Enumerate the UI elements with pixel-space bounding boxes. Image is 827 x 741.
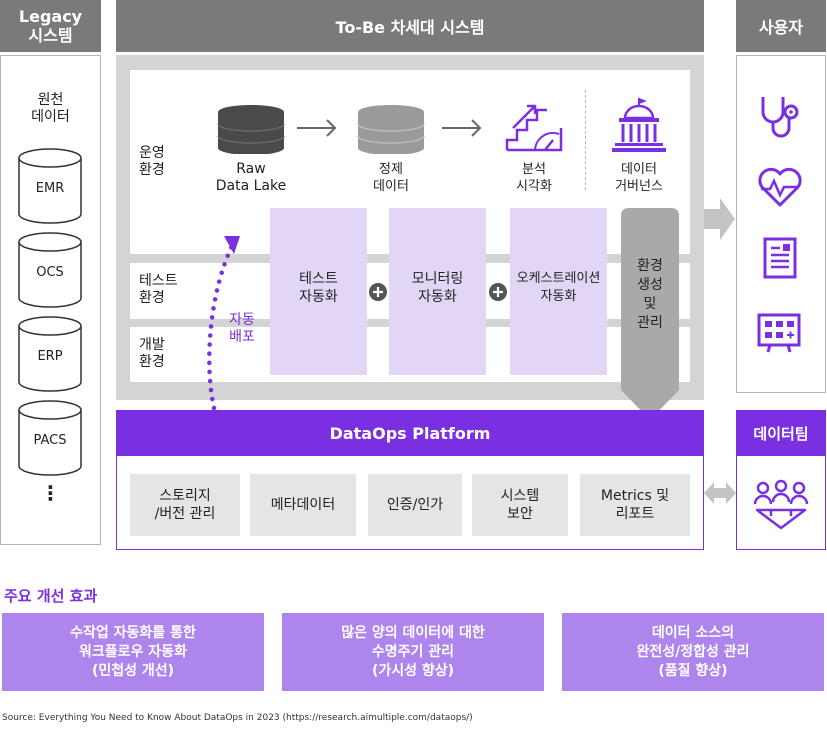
- data-team-panel: [736, 456, 826, 550]
- stethoscope-icon: [757, 94, 805, 138]
- env-management-arrow: [621, 208, 679, 420]
- legacy-header: Legacy 시스템: [0, 0, 101, 52]
- bidirectional-arrow-icon: [704, 480, 736, 506]
- divider-line: [585, 90, 586, 190]
- legacy-title-line1: Legacy: [18, 7, 83, 26]
- arrow-icon: [297, 118, 339, 138]
- source-label: PACS: [33, 432, 67, 448]
- dataops-platform-header: DataOps Platform: [116, 410, 704, 456]
- arrow-to-users: [704, 198, 736, 240]
- test-env-label: 테스트 환경: [139, 273, 178, 306]
- ops-env-label: 운영 환경: [139, 145, 165, 178]
- analytics-chart-icon: [505, 98, 563, 154]
- source-label: EMR: [35, 180, 65, 196]
- source-data-label: 원천 데이터: [31, 92, 70, 125]
- erp-database: ERP: [18, 316, 82, 392]
- database-icon: [18, 232, 82, 308]
- legacy-title-line2: 시스템: [28, 26, 73, 45]
- auto-deploy-arrow: [196, 232, 246, 412]
- plus-circle-icon: [369, 283, 387, 301]
- arrow-icon: [442, 118, 484, 138]
- env-management-label: 환경 생성 및 관리: [637, 258, 663, 331]
- emr-database: EMR: [18, 148, 82, 224]
- database-dark-icon: [216, 104, 286, 154]
- source-label: ERP: [37, 348, 63, 364]
- benefits-title: 주요 개선 효과: [4, 587, 98, 605]
- more-sources-ellipsis: ⋮: [40, 481, 61, 505]
- source-label: OCS: [36, 264, 64, 280]
- dev-env-label: 개발 환경: [139, 337, 165, 370]
- users-header: 사용자: [736, 0, 826, 52]
- pacs-database: PACS: [18, 400, 82, 476]
- database-grey-icon: [356, 104, 426, 154]
- database-icon: [18, 316, 82, 392]
- document-icon: [762, 236, 798, 280]
- heart-pulse-icon: [756, 165, 804, 209]
- auto-deploy-label: 자동 배포: [229, 312, 255, 345]
- database-icon: [18, 148, 82, 224]
- tobe-header: To-Be 차세대 시스템: [116, 0, 704, 52]
- auth-module: 인증/인가: [368, 474, 462, 536]
- metadata-module: 메타데이터: [250, 474, 356, 536]
- database-icon: [18, 400, 82, 476]
- plus-circle-icon: [489, 283, 507, 301]
- dashboard-icon: [756, 312, 802, 354]
- government-building-icon: [611, 96, 667, 154]
- data-team-header: 데이터팀: [736, 410, 826, 456]
- team-icon: [753, 478, 809, 530]
- storage-version-module: 스토리지/버전 관리: [130, 474, 240, 536]
- source-note: Source: Everything You Need to Know Abou…: [2, 713, 473, 723]
- ocs-database: OCS: [18, 232, 82, 308]
